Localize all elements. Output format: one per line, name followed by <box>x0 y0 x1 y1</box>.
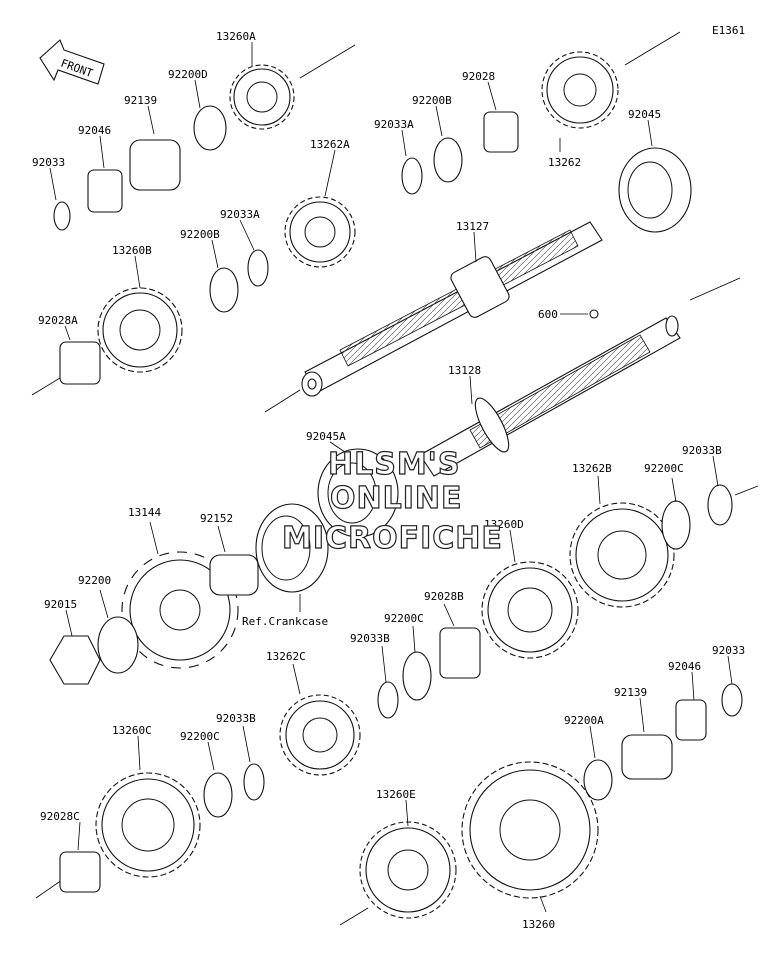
callout-92028a: 92028A <box>38 314 78 327</box>
nut-92015 <box>49 635 101 685</box>
gear-13260c <box>95 772 201 878</box>
gear-13262b <box>569 502 675 608</box>
callout-92046-2: 92046 <box>668 660 701 673</box>
callout-92200a: 92200A <box>564 714 604 727</box>
callout-92028b: 92028B <box>424 590 464 603</box>
callout-92200b: 92200B <box>412 94 452 107</box>
callout-92152: 92152 <box>200 512 233 525</box>
callout-92200d: 92200D <box>168 68 208 81</box>
callout-92028: 92028 <box>462 70 495 83</box>
sprocket-13144 <box>121 551 239 669</box>
gear-13260d <box>481 561 579 659</box>
gear-13260b <box>97 287 183 373</box>
callout-92045: 92045 <box>628 108 661 121</box>
callout-13260e: 13260E <box>376 788 416 801</box>
callout-92200: 92200 <box>78 574 111 587</box>
callout-13262a: 13262A <box>310 138 350 151</box>
bearing-92045a <box>317 448 399 538</box>
watermark: HLSM'S ONLINE MICROFICHE <box>281 446 503 556</box>
main-shaft-13127 <box>301 221 603 397</box>
callout-92033b-2: 92033B <box>350 632 390 645</box>
callout-13260c: 13260C <box>112 724 152 737</box>
watermark-line-3: MICROFICHE <box>282 521 503 556</box>
watermark-line-1: HLSM'S <box>328 447 460 482</box>
front-arrow-icon: FRONT <box>39 39 105 85</box>
oil-seal <box>255 503 329 593</box>
diagram-code: E1361 <box>712 24 745 37</box>
callout-13128: 13128 <box>448 364 481 377</box>
callout-92139-2: 92139 <box>614 686 647 699</box>
gear-13262 <box>541 51 619 129</box>
callout-92033b-3: 92033B <box>216 712 256 725</box>
callout-92015: 92015 <box>44 598 77 611</box>
callout-92028c: 92028C <box>40 810 80 823</box>
needle-bearings <box>59 111 707 893</box>
callout-92033a: 92033A <box>374 118 414 131</box>
bearing-92045 <box>618 147 692 233</box>
callout-13260b: 13260B <box>112 244 152 257</box>
gear-13262c <box>279 694 361 776</box>
callout-92200c-3: 92200C <box>180 730 220 743</box>
gear-13260a <box>229 64 295 130</box>
callout-92200b-2: 92200B <box>180 228 220 241</box>
callout-ref-crankcase: Ref.Crankcase <box>242 615 328 628</box>
collars <box>129 139 673 780</box>
callout-92033: 92033 <box>32 156 65 169</box>
callout-13262b: 13262B <box>572 462 612 475</box>
callout-13144: 13144 <box>128 506 161 519</box>
gear-13262a <box>284 196 356 268</box>
callout-13262: 13262 <box>548 156 581 169</box>
callout-92045a: 92045A <box>306 430 346 443</box>
callout-13260d: 13260D <box>484 518 524 531</box>
callout-leaders <box>49 42 733 913</box>
circlip-600 <box>589 309 599 319</box>
callout-92033b: 92033B <box>682 444 722 457</box>
callout-13127: 13127 <box>456 220 489 233</box>
callout-92200c-2: 92200C <box>384 612 424 625</box>
drive-shaft-13128 <box>419 315 681 477</box>
watermark-line-2: ONLINE <box>330 481 463 516</box>
callout-92033a-2: 92033A <box>220 208 260 221</box>
gear-13260 <box>461 761 599 899</box>
callout-92200c: 92200C <box>644 462 684 475</box>
washers-circlips <box>53 105 743 818</box>
callout-92033-2: 92033 <box>712 644 745 657</box>
callout-13260a: 13260A <box>216 30 256 43</box>
callout-92046: 92046 <box>78 124 111 137</box>
callout-600: 600 <box>538 308 558 321</box>
callout-13262c: 13262C <box>266 650 306 663</box>
callout-13260: 13260 <box>522 918 555 931</box>
gear-13260e <box>359 821 457 919</box>
axis-lines <box>31 31 759 926</box>
callout-labels: 13260A 92200D 92139 92046 92033 92028 92… <box>32 30 745 931</box>
callout-92139: 92139 <box>124 94 157 107</box>
